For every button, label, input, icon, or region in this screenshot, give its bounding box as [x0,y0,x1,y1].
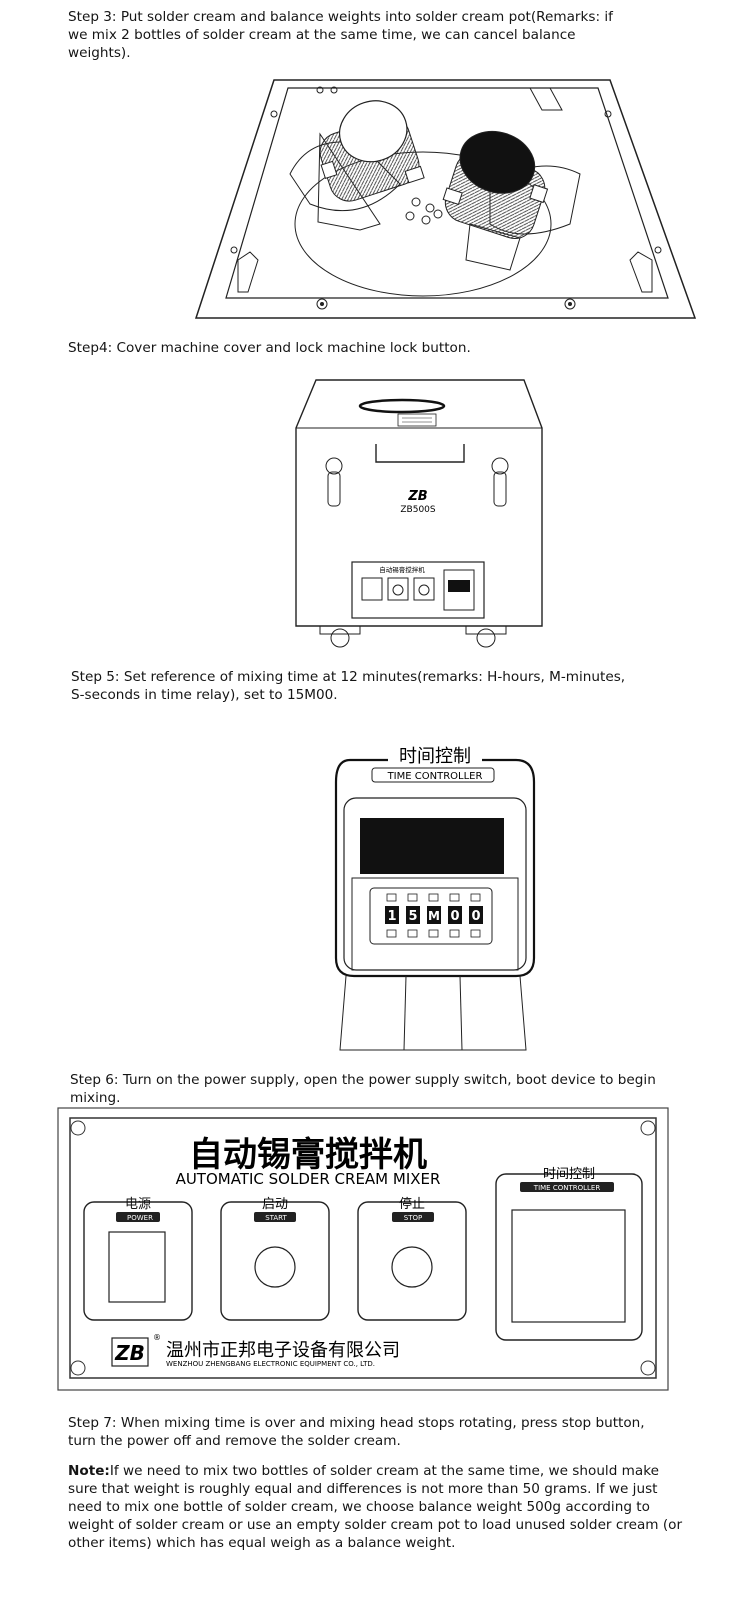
start-label-cn: 启动 [262,1197,288,1212]
timer-digit-5: 0 [471,909,480,924]
step7-text: Step 7: When mixing time is over and mix… [68,1415,645,1449]
power-label-cn: 电源 [125,1197,151,1212]
start-button[interactable] [254,1246,296,1288]
note-paragraph: Note:If we need to mix two bottles of so… [68,1462,690,1552]
closed-machine-illustration: ZB ZB500S 自动锡膏搅拌机 [295,379,543,648]
note-label: Note: [68,1463,110,1479]
start-label-en: START [265,1214,287,1222]
stop-label-cn: 停止 [399,1196,425,1212]
panel-title-en: AUTOMATIC SOLDER CREAM MIXER [176,1170,441,1188]
stop-label-en: STOP [404,1214,422,1222]
timer-digits: 1 5 M 0 0 [385,906,483,924]
note-text: If we need to mix two bottles of solder … [68,1463,683,1551]
step6-text: Step 6: Turn on the power supply, open t… [70,1072,656,1106]
machine-front-label: 自动锡膏搅拌机 [379,565,425,574]
machine-model: ZB500S [400,505,436,515]
control-panel-illustration: 自动锡膏搅拌机 AUTOMATIC SOLDER CREAM MIXER 电源 … [57,1107,669,1391]
timer-title-cn: 时间控制 [399,746,471,767]
stop-button[interactable] [391,1246,433,1288]
time-controller-illustration: 时间控制 TIME CONTROLLER 1 5 M 0 0 [334,746,536,1051]
panel-title-cn: 自动锡膏搅拌机 [189,1135,427,1175]
timer-digit-1: 1 [387,909,396,924]
timer-digit-3: M [428,909,440,923]
power-label-en: POWER [127,1214,153,1222]
timer-digit-2: 5 [408,909,417,924]
step4-text: Step4: Cover machine cover and lock mach… [68,340,471,356]
registered-mark: ® [153,1333,161,1342]
mixer-interior-illustration [194,79,697,319]
timer-panel-label-cn: 时间控制 [543,1167,595,1182]
step3-text: Step 3: Put solder cream and balance wei… [68,9,613,61]
company-logo: ZB ® [111,1333,161,1367]
step5-text: Step 5: Set reference of mixing time at … [71,669,626,703]
timer-title-en: TIME CONTROLLER [387,771,483,782]
power-switch[interactable] [108,1231,166,1303]
timer-panel-label-en: TIME CONTROLLER [533,1184,601,1192]
company-name-en: WENZHOU ZHENGBANG ELECTRONIC EQUIPMENT C… [166,1360,375,1368]
machine-logo: ZB [407,489,427,504]
company-logo-text: ZB [114,1341,145,1365]
timer-digit-4: 0 [450,909,459,924]
company-name-cn: 温州市正邦电子设备有限公司 [166,1340,400,1361]
